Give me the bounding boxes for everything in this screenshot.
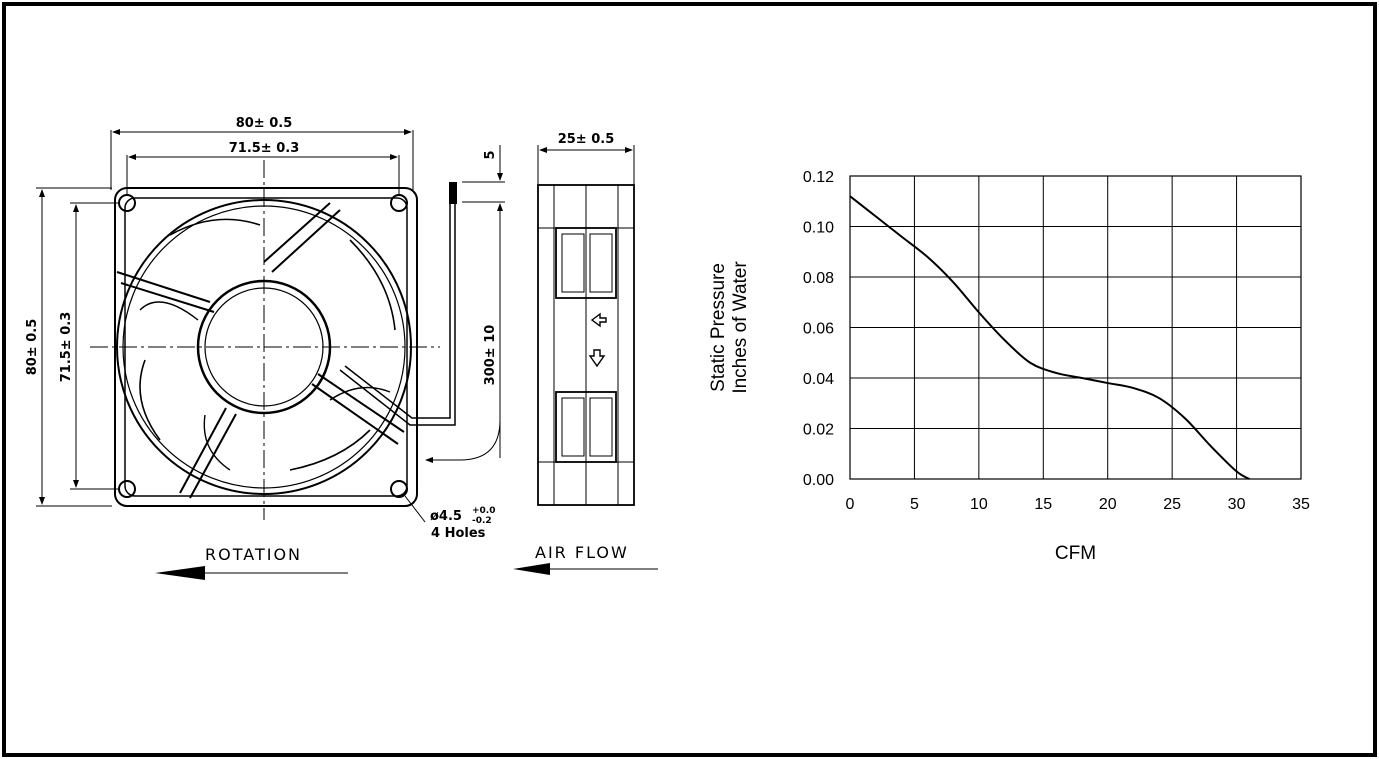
x-tick-label: 0 — [846, 496, 855, 513]
fan-mechanical-drawing: 80± 0.5 71.5± 0.3 80± 0.5 71.5± 0.3 5 30… — [25, 116, 658, 580]
fan-side-view — [537, 184, 635, 506]
dim-front-hole-spacing-v: 71.5± 0.3 — [59, 312, 74, 383]
y-tick-label: 0.10 — [803, 220, 834, 237]
chart-grid — [849, 175, 1302, 480]
dim-front-height: 80± 0.5 — [25, 319, 40, 376]
airflow-label: AIR FLOW — [535, 543, 629, 562]
mount-hole — [118, 480, 136, 498]
x-tick-labels: 0 5 10 15 20 25 30 35 — [846, 496, 1310, 513]
x-tick-label: 5 — [910, 496, 919, 513]
dim-side-depth: 25± 0.5 — [558, 132, 615, 147]
mount-hole — [390, 480, 408, 498]
y-axis-label-line2: Inches of Water — [730, 261, 751, 394]
x-tick-label: 25 — [1163, 496, 1181, 513]
hole-spec: ø4.5 — [430, 509, 462, 524]
y-tick-label: 0.12 — [803, 169, 834, 186]
hole-count: 4 Holes — [431, 526, 486, 541]
x-tick-label: 35 — [1292, 496, 1310, 513]
x-tick-label: 30 — [1228, 496, 1246, 513]
y-tick-label: 0.08 — [803, 270, 834, 287]
airflow-arrow — [513, 563, 658, 575]
dim-front-hole-spacing: 71.5± 0.3 — [229, 141, 300, 156]
series-line — [849, 195, 1250, 480]
x-axis-label: CFM — [1055, 543, 1096, 564]
x-tick-label: 15 — [1034, 496, 1052, 513]
rotation-label: ROTATION — [205, 545, 302, 564]
dimension-lines — [36, 129, 635, 523]
y-tick-labels: 0.00 0.02 0.04 0.06 0.08 0.10 0.12 — [803, 169, 834, 489]
y-tick-label: 0.02 — [803, 422, 834, 439]
hole-tol-minus: -0.2 — [472, 516, 492, 526]
x-tick-label: 20 — [1099, 496, 1117, 513]
dim-lead-offset: 5 — [483, 150, 498, 159]
rotation-arrow — [155, 566, 348, 580]
dim-front-width: 80± 0.5 — [236, 116, 293, 131]
center-lines — [90, 160, 440, 520]
y-tick-label: 0.04 — [803, 371, 834, 388]
x-tick-label: 10 — [970, 496, 988, 513]
plot-frame — [849, 175, 1302, 480]
dim-lead-length: 300± 10 — [483, 325, 498, 386]
y-tick-label: 0.06 — [803, 321, 834, 338]
y-axis-label-line1: Static Pressure — [708, 263, 729, 392]
y-tick-label: 0.00 — [803, 472, 834, 489]
hole-tol-plus: +0.0 — [472, 506, 495, 516]
